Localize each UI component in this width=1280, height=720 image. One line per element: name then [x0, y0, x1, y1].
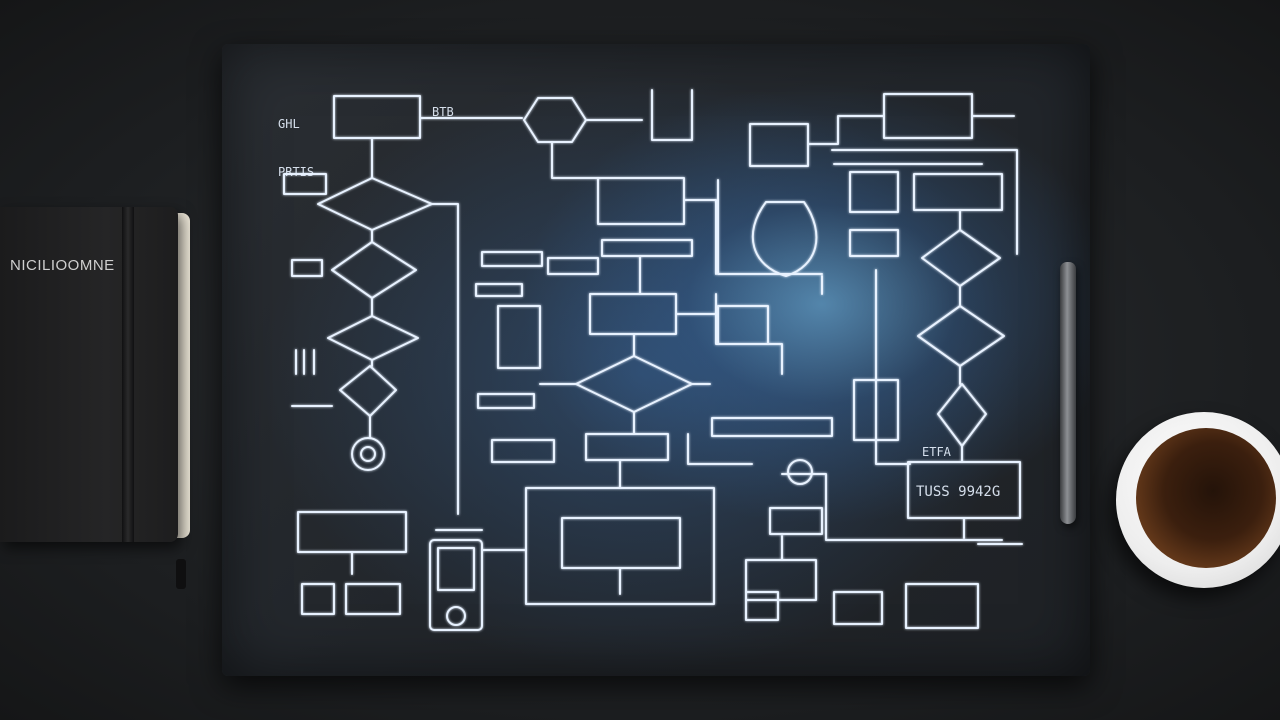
process-box: [297, 511, 407, 553]
process-box: [497, 305, 541, 369]
decision-node: [331, 241, 417, 299]
process-box: [853, 379, 899, 441]
process-box: [913, 173, 1003, 211]
slate-board: GHL PRTIS BTB ETFA TUSS 9942G: [222, 44, 1090, 676]
gear-node: [787, 459, 813, 485]
board-label: ETFA: [922, 445, 952, 459]
process-box: [717, 305, 769, 345]
process-box: [883, 93, 973, 139]
notebook-elastic-band: [122, 207, 134, 542]
process-box: [561, 517, 681, 569]
process-box: [333, 95, 421, 139]
board-label: BTB: [432, 105, 454, 119]
process-box: [749, 123, 809, 167]
coffee-surface: [1136, 428, 1276, 568]
pen-right: [1060, 262, 1076, 524]
chalk-labels: GHL PRTIS BTB ETFA TUSS 9942G: [278, 105, 1000, 500]
board-label: PRTIS: [278, 165, 314, 179]
decision-node: [317, 177, 433, 231]
flowchart-drawing: GHL PRTIS BTB ETFA TUSS 9942G: [278, 89, 1023, 631]
decision-node: [937, 383, 987, 447]
hexagon-node: [523, 97, 587, 143]
notebook-clasp: [176, 559, 186, 589]
notebook-title: NICILIOOMNE: [10, 257, 115, 274]
coffee-cup: [1116, 412, 1280, 588]
decision-node: [575, 355, 693, 413]
decision-node: [921, 229, 1001, 287]
flowchart-lines: [283, 89, 1023, 631]
notebook-cover: NICILIOOMNE: [0, 207, 178, 542]
decision-node: [917, 305, 1005, 367]
decision-node: [327, 315, 419, 361]
gear-node: [351, 437, 385, 471]
notebook: NICILIOOMNE: [0, 207, 190, 589]
process-box: [589, 293, 677, 335]
board-label: TUSS 9942G: [916, 484, 1000, 500]
process-box: [585, 433, 669, 461]
device-shape: [429, 539, 483, 631]
process-box: [597, 177, 685, 225]
decision-node: [339, 365, 397, 417]
board-label: GHL: [278, 117, 300, 131]
flask-shape: [751, 201, 818, 277]
